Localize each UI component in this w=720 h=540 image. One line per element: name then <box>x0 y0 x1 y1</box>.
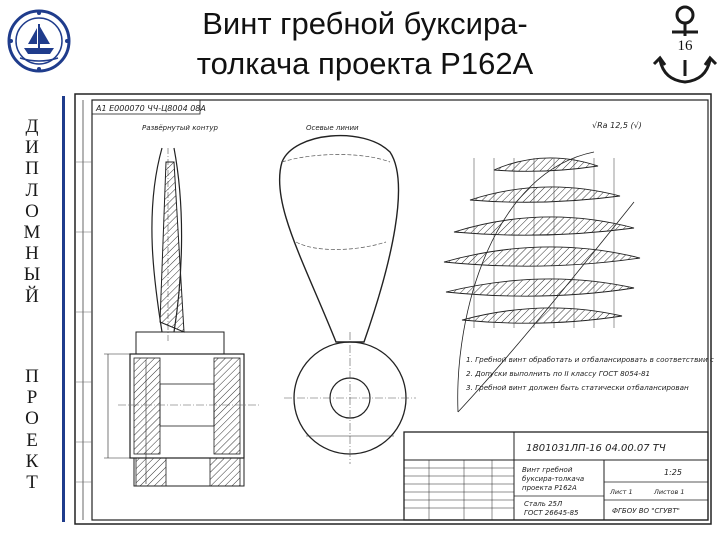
side-rule <box>62 96 65 522</box>
title-block-name: проекта Р162А <box>522 484 577 492</box>
side-letter: П <box>25 366 39 387</box>
side-letter: Ы <box>23 264 41 286</box>
side-caption-project: П Р О Е К Т <box>12 366 52 493</box>
side-letter: Т <box>26 472 38 494</box>
title-block-org: ФГБОУ ВО "СГУВТ" <box>612 507 680 515</box>
anchor-icon <box>652 5 718 84</box>
side-letter: Р <box>26 387 38 409</box>
slide-title: Винт гребной буксира- толкача проекта Р1… <box>100 4 630 84</box>
title-block-sheets: Листов 1 <box>653 488 684 496</box>
title-block-sheet: Лист 1 <box>609 488 633 496</box>
side-letter: И <box>25 137 39 159</box>
title-block-material: Сталь 25Л <box>524 500 563 508</box>
title-block-name: Винт гребной <box>522 466 573 474</box>
sheet-frame <box>74 93 712 525</box>
side-letter: П <box>25 158 39 180</box>
side-letter: О <box>25 408 39 430</box>
side-letter: Д <box>25 116 39 137</box>
page-number: 16 <box>677 38 693 54</box>
ship-emblem-icon <box>7 9 71 73</box>
side-letter: Н <box>25 243 39 265</box>
corner-stamp: А1 Е000070 ЧЧ-Ц8004 08А <box>95 104 206 113</box>
roughness-mark: √Ra 12,5 (√) <box>592 121 642 130</box>
title-block <box>403 431 709 521</box>
label-blade-view: Развёрнутый контур <box>142 124 219 132</box>
propeller-drawing: А1 Е000070 ЧЧ-Ц8004 08А Развёрнутый конт… <box>74 92 714 526</box>
side-letter: К <box>25 450 39 472</box>
side-letter: М <box>23 222 41 244</box>
title-line: толкача проекта Р162А <box>196 46 534 81</box>
note-line: 3. Гребной винт должен быть статически о… <box>466 383 689 392</box>
side-letter: О <box>25 200 39 222</box>
title-block-name: буксира-толкача <box>522 475 584 483</box>
side-letter: Е <box>26 429 38 451</box>
note-line: 2. Допуски выполнить по II классу ГОСТ 8… <box>466 369 650 378</box>
drawing-canvas: А1 Е000070 ЧЧ-Ц8004 08А Развёрнутый конт… <box>74 93 714 525</box>
title-block-doc-number: 1801031ЛП-16 04.00.07 ТЧ <box>526 443 666 454</box>
side-letter: Й <box>25 285 39 307</box>
side-caption-diploma: Д И П Л О М Н Ы Й <box>12 116 52 307</box>
title-block-scale: 1:25 <box>664 468 682 477</box>
title-line: Винт гребной буксира- <box>202 6 528 41</box>
inner-frame <box>91 99 709 521</box>
note-line: 1. Гребной винт обработать и отбалансиро… <box>466 355 714 364</box>
side-letter: Л <box>25 179 39 201</box>
label-section-view: Осевые линии <box>306 124 359 132</box>
title-block-material: ГОСТ 26645-85 <box>524 509 579 517</box>
